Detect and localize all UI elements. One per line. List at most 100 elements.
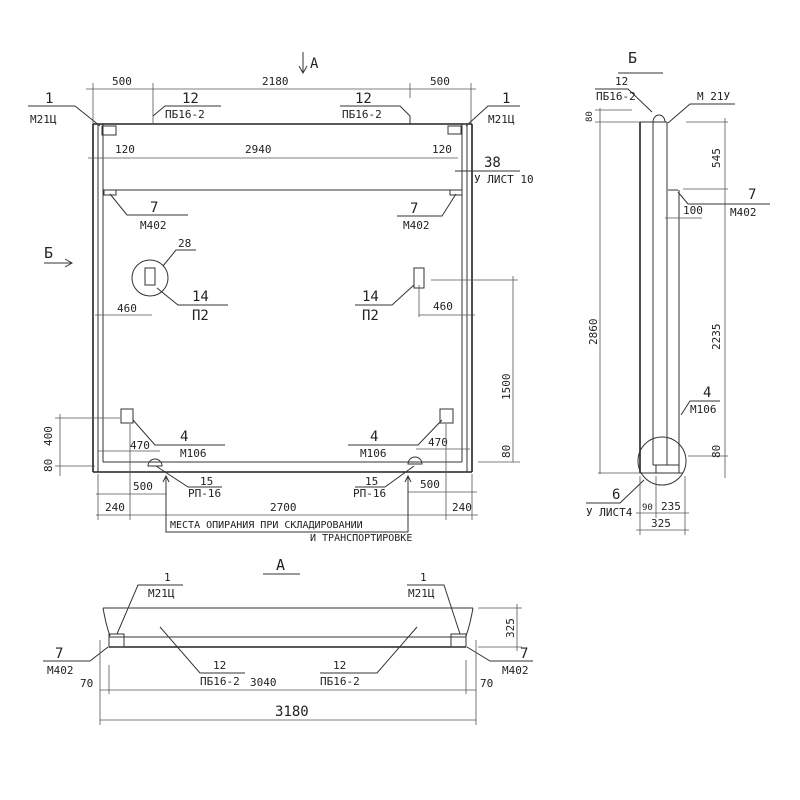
embedded-part-m402-left — [103, 189, 117, 196]
node-38-reference: 38 У ЛИСТ 10 — [455, 155, 534, 186]
section-b-left-dims: 80 2860 — [585, 108, 640, 474]
dim-2235: 2235 — [710, 324, 723, 351]
callout-num: 1 — [502, 91, 510, 107]
callout-num: 7 — [748, 187, 756, 203]
embedded-part-m21c-left — [101, 125, 117, 136]
node-28-reference: 28 — [162, 237, 196, 267]
callout-7-a-left: 7 М402 — [43, 646, 109, 677]
callout-4-left: 4 М106 — [132, 419, 225, 460]
section-a-arrow: А — [298, 52, 319, 75]
callout-mark: П2 — [192, 308, 209, 324]
callout-num: 12 — [355, 91, 372, 107]
embedded-part-p2-left — [144, 267, 156, 286]
dim-470-group: 470 470 — [98, 436, 470, 452]
callout-num: 4 — [703, 385, 711, 401]
dim-460-right: 460 — [433, 300, 453, 313]
callout-mark: М402 — [502, 664, 529, 677]
callout-num: 4 — [180, 429, 188, 445]
callout-1-a-left: 1 М21Ц — [116, 571, 183, 635]
column-profile — [637, 114, 687, 486]
section-a-view: А 1 М21Ц 1 М21Ц 325 7 М402 — [43, 556, 533, 725]
dim-80-bottom: 80 — [710, 445, 723, 458]
callout-mark: ПБ16-2 — [320, 675, 360, 688]
section-b-arrow: Б — [44, 244, 74, 268]
node-38-label: 38 — [484, 155, 501, 171]
callout-14-left: 14 П2 — [156, 287, 228, 324]
callout-num: 1 — [164, 571, 171, 584]
callout-12-a-left: 12 ПБ16-2 — [159, 626, 245, 688]
dim-70-left: 70 — [80, 677, 93, 690]
callout-12-right: 12 ПБ16-2 — [340, 91, 411, 124]
callout-mark: М21Ц — [408, 587, 435, 600]
mark-m21u: М 21У — [697, 90, 730, 103]
bottom-dimension-chain: 500 500 240 240 2700 — [96, 424, 478, 520]
callout-num: 4 — [370, 429, 378, 445]
dim-240-right: 240 — [452, 501, 472, 514]
dim-3180: 3180 — [275, 704, 309, 720]
callout-7-b: 7 М402 — [677, 187, 770, 219]
callout-num: 14 — [362, 289, 379, 305]
section-a-mark: А — [310, 56, 319, 72]
embedded-part-m106-right — [439, 408, 454, 424]
dim-240-left: 240 — [105, 501, 125, 514]
embedded-part-m21c-right — [447, 125, 462, 135]
callout-7-a-right: 7 М402 — [466, 646, 533, 677]
dim-460-left-group: 460 — [95, 302, 152, 316]
dim-2700: 2700 — [270, 501, 297, 514]
callout-1-right: 1 М21Ц — [465, 91, 520, 127]
dim-120-right: 120 — [432, 143, 452, 156]
left-vertical-dims: 400 80 — [42, 414, 120, 476]
section-a-title: А — [276, 556, 285, 574]
panel-outline — [92, 123, 473, 473]
dim-2180: 2180 — [262, 75, 289, 88]
callout-mark: М402 — [730, 206, 757, 219]
callout-num: 15 — [200, 475, 213, 488]
callout-mark: М402 — [140, 219, 167, 232]
callout-num: 7 — [410, 201, 418, 217]
dim-470-right: 470 — [428, 436, 448, 449]
dim-2940-chain: 120 2940 120 — [88, 143, 458, 159]
callout-4-right: 4 М106 — [348, 419, 443, 460]
section-b-title: Б — [628, 49, 637, 67]
callout-mark: РП-16 — [353, 487, 386, 500]
embedded-part-right — [450, 633, 467, 648]
section-b-mark: Б — [44, 244, 53, 262]
embedded-part-m106-left — [120, 408, 134, 424]
dim-1500-group: 1500 — [431, 276, 518, 462]
callout-num: 12 — [615, 75, 628, 88]
callout-mark: М106 — [360, 447, 387, 460]
callout-num: 1 — [420, 571, 427, 584]
callout-num: 14 — [192, 289, 209, 305]
dim-500-right: 500 — [430, 75, 450, 88]
dim-325: 325 — [651, 517, 671, 530]
beam-profile — [102, 607, 474, 648]
dim-3040: 3040 — [250, 676, 277, 689]
callout-1-left: 1 М21Ц — [28, 91, 101, 127]
dim-90: 90 — [642, 503, 653, 513]
callout-7-right: 7 М402 — [397, 193, 457, 232]
dim-500-bottom-left: 500 — [133, 480, 153, 493]
dim-325-a-label: 325 — [504, 618, 517, 638]
section-b-view: Б 12 ПБ16-2 М 21У 80 2860 — [585, 49, 770, 535]
callout-mark: ПБ16-2 — [200, 675, 240, 688]
dim-80-top: 80 — [585, 111, 595, 122]
section-a-bottom-dims: 70 70 3040 3180 — [80, 640, 493, 725]
dim-100-group: 100 — [665, 204, 703, 219]
callout-mark: М21Ц — [30, 113, 57, 126]
lifting-loop-left — [147, 458, 163, 467]
callout-num: 15 — [365, 475, 378, 488]
callout-15-right: 15 РП-16 — [353, 465, 415, 500]
callout-num: 12 — [182, 91, 199, 107]
callout-num: 12 — [333, 659, 346, 672]
embedded-part-left — [108, 633, 125, 648]
callout-num: 12 — [213, 659, 226, 672]
lifting-loop-right — [407, 456, 423, 465]
callout-mark: М21Ц — [488, 113, 515, 126]
callout-1-a-right: 1 М21Ц — [407, 571, 461, 635]
support-note: МЕСТА ОПИРАНИЯ ПРИ СКЛАДИРОВАНИИ И ТРАНС… — [162, 474, 412, 544]
dim-545: 545 — [710, 148, 723, 168]
note-line-2: И ТРАНСПОРТИРОВКЕ — [310, 533, 412, 544]
callout-mark: ПБ16-2 — [596, 90, 636, 103]
callout-m21u: М 21У — [667, 90, 735, 124]
